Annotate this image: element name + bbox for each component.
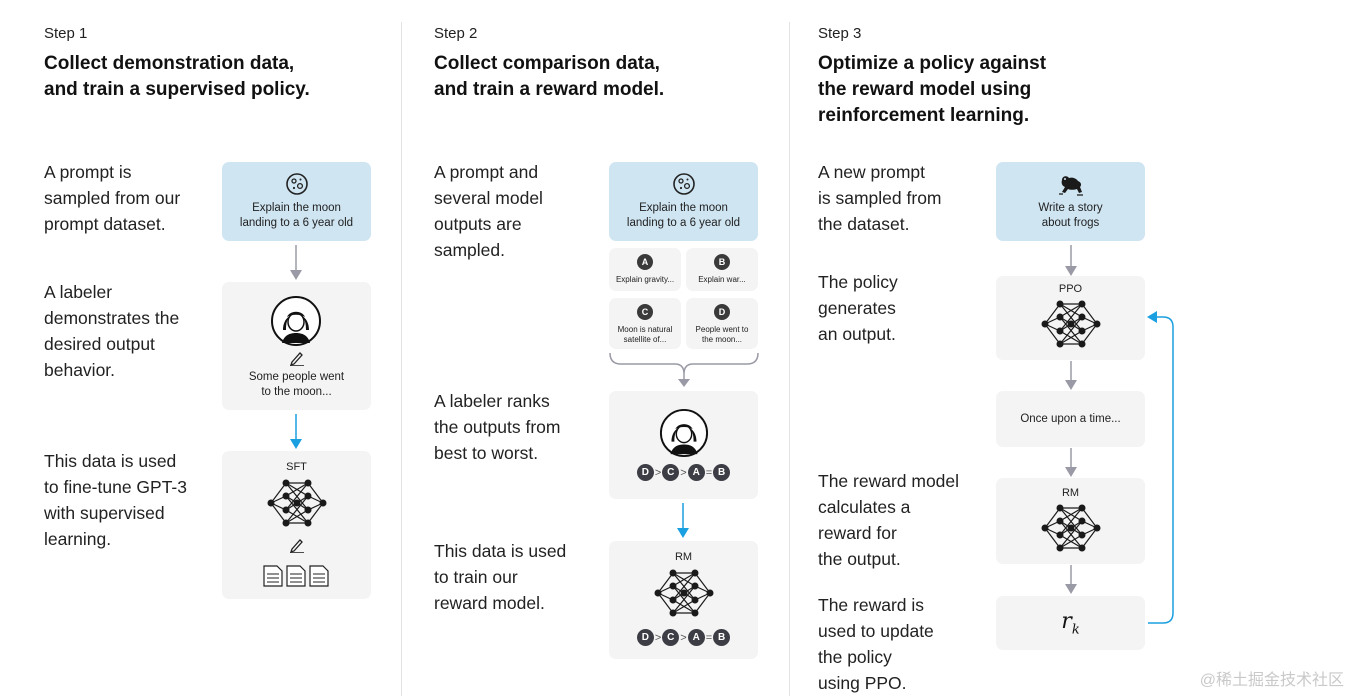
column-divider [789, 22, 790, 696]
rank-letter: A [687, 629, 705, 646]
rm-label: RM [1061, 487, 1080, 499]
pencil-icon [289, 352, 304, 366]
labeler-avatar-icon [659, 408, 709, 458]
reward-symbol: rk [1061, 609, 1080, 638]
ranking-row: D>C>A=B [609, 629, 758, 646]
output-letter-a: A [637, 254, 653, 270]
watermark: @稀土掘金技术社区 [1199, 672, 1344, 689]
pencil-icon [289, 539, 304, 553]
rm-label: RM [674, 551, 693, 563]
down-arrow-blue-icon [677, 503, 689, 538]
moon-icon [286, 173, 308, 195]
down-arrow-blue-icon [290, 414, 302, 449]
ranking-row: D>C>A=B [609, 464, 758, 481]
column-divider [401, 22, 402, 696]
step-3-rm-box: RM [996, 478, 1145, 564]
output-letter-c: C [637, 304, 653, 320]
step-2-title: Collect comparison data,and train a rewa… [434, 53, 665, 100]
step-3-output-box: Once upon a time... [996, 391, 1145, 447]
rank-letter: A [687, 464, 705, 481]
output-text: Once upon a time... [1020, 413, 1121, 425]
neural-network-icon [654, 569, 714, 617]
neural-network-icon [267, 479, 327, 527]
step-2-ranking-box: D>C>A=B [609, 391, 758, 499]
output-card-b: B Explain war... [686, 248, 758, 291]
rank-operator: = [705, 631, 713, 644]
step-1-sft-box: SFT [222, 451, 371, 599]
rank-letter: B [713, 629, 731, 646]
rank-letter: C [662, 464, 680, 481]
ppo-label: PPO [1058, 283, 1083, 295]
feedback-loop-arrow-icon [1147, 311, 1174, 624]
output-text-a: Explain gravity... [615, 275, 675, 284]
frog-icon [1059, 176, 1083, 196]
down-arrow-icon [290, 245, 302, 280]
step-3-reward-box: rk [996, 596, 1145, 650]
step-2-label: Step 2 [434, 25, 478, 42]
rank-letter: B [713, 464, 731, 481]
neural-network-icon [1041, 300, 1101, 348]
rank-operator: > [680, 631, 687, 644]
moon-icon [673, 173, 695, 195]
rank-letter: D [636, 464, 654, 481]
rank-operator: > [654, 466, 662, 479]
down-arrow-icon [1065, 245, 1077, 276]
bracket-icon [609, 352, 759, 387]
output-card-a: A Explain gravity... [609, 248, 681, 291]
output-letter-b: B [714, 254, 730, 270]
step-2-rm-box: RM D>C>A=B [609, 541, 758, 659]
down-arrow-icon [1065, 565, 1077, 594]
rank-letter: D [636, 629, 654, 646]
rank-operator: = [705, 466, 713, 479]
documents-icon [263, 565, 329, 587]
down-arrow-icon [1065, 448, 1077, 477]
step-1-label: Step 1 [44, 25, 88, 42]
step-3-label: Step 3 [818, 25, 862, 42]
step-1-title: Collect demonstration data,and train a s… [44, 53, 310, 100]
rank-operator: > [654, 631, 662, 644]
down-arrow-icon [1065, 361, 1077, 390]
labeler-avatar-icon [271, 296, 321, 346]
rank-letter: C [662, 629, 680, 646]
output-text-b: Explain war... [698, 275, 746, 284]
neural-network-icon [1041, 504, 1101, 552]
sft-label: SFT [286, 461, 307, 473]
rank-operator: > [680, 466, 687, 479]
step-3-ppo-box: PPO [996, 276, 1145, 360]
output-letter-d: D [714, 304, 730, 320]
